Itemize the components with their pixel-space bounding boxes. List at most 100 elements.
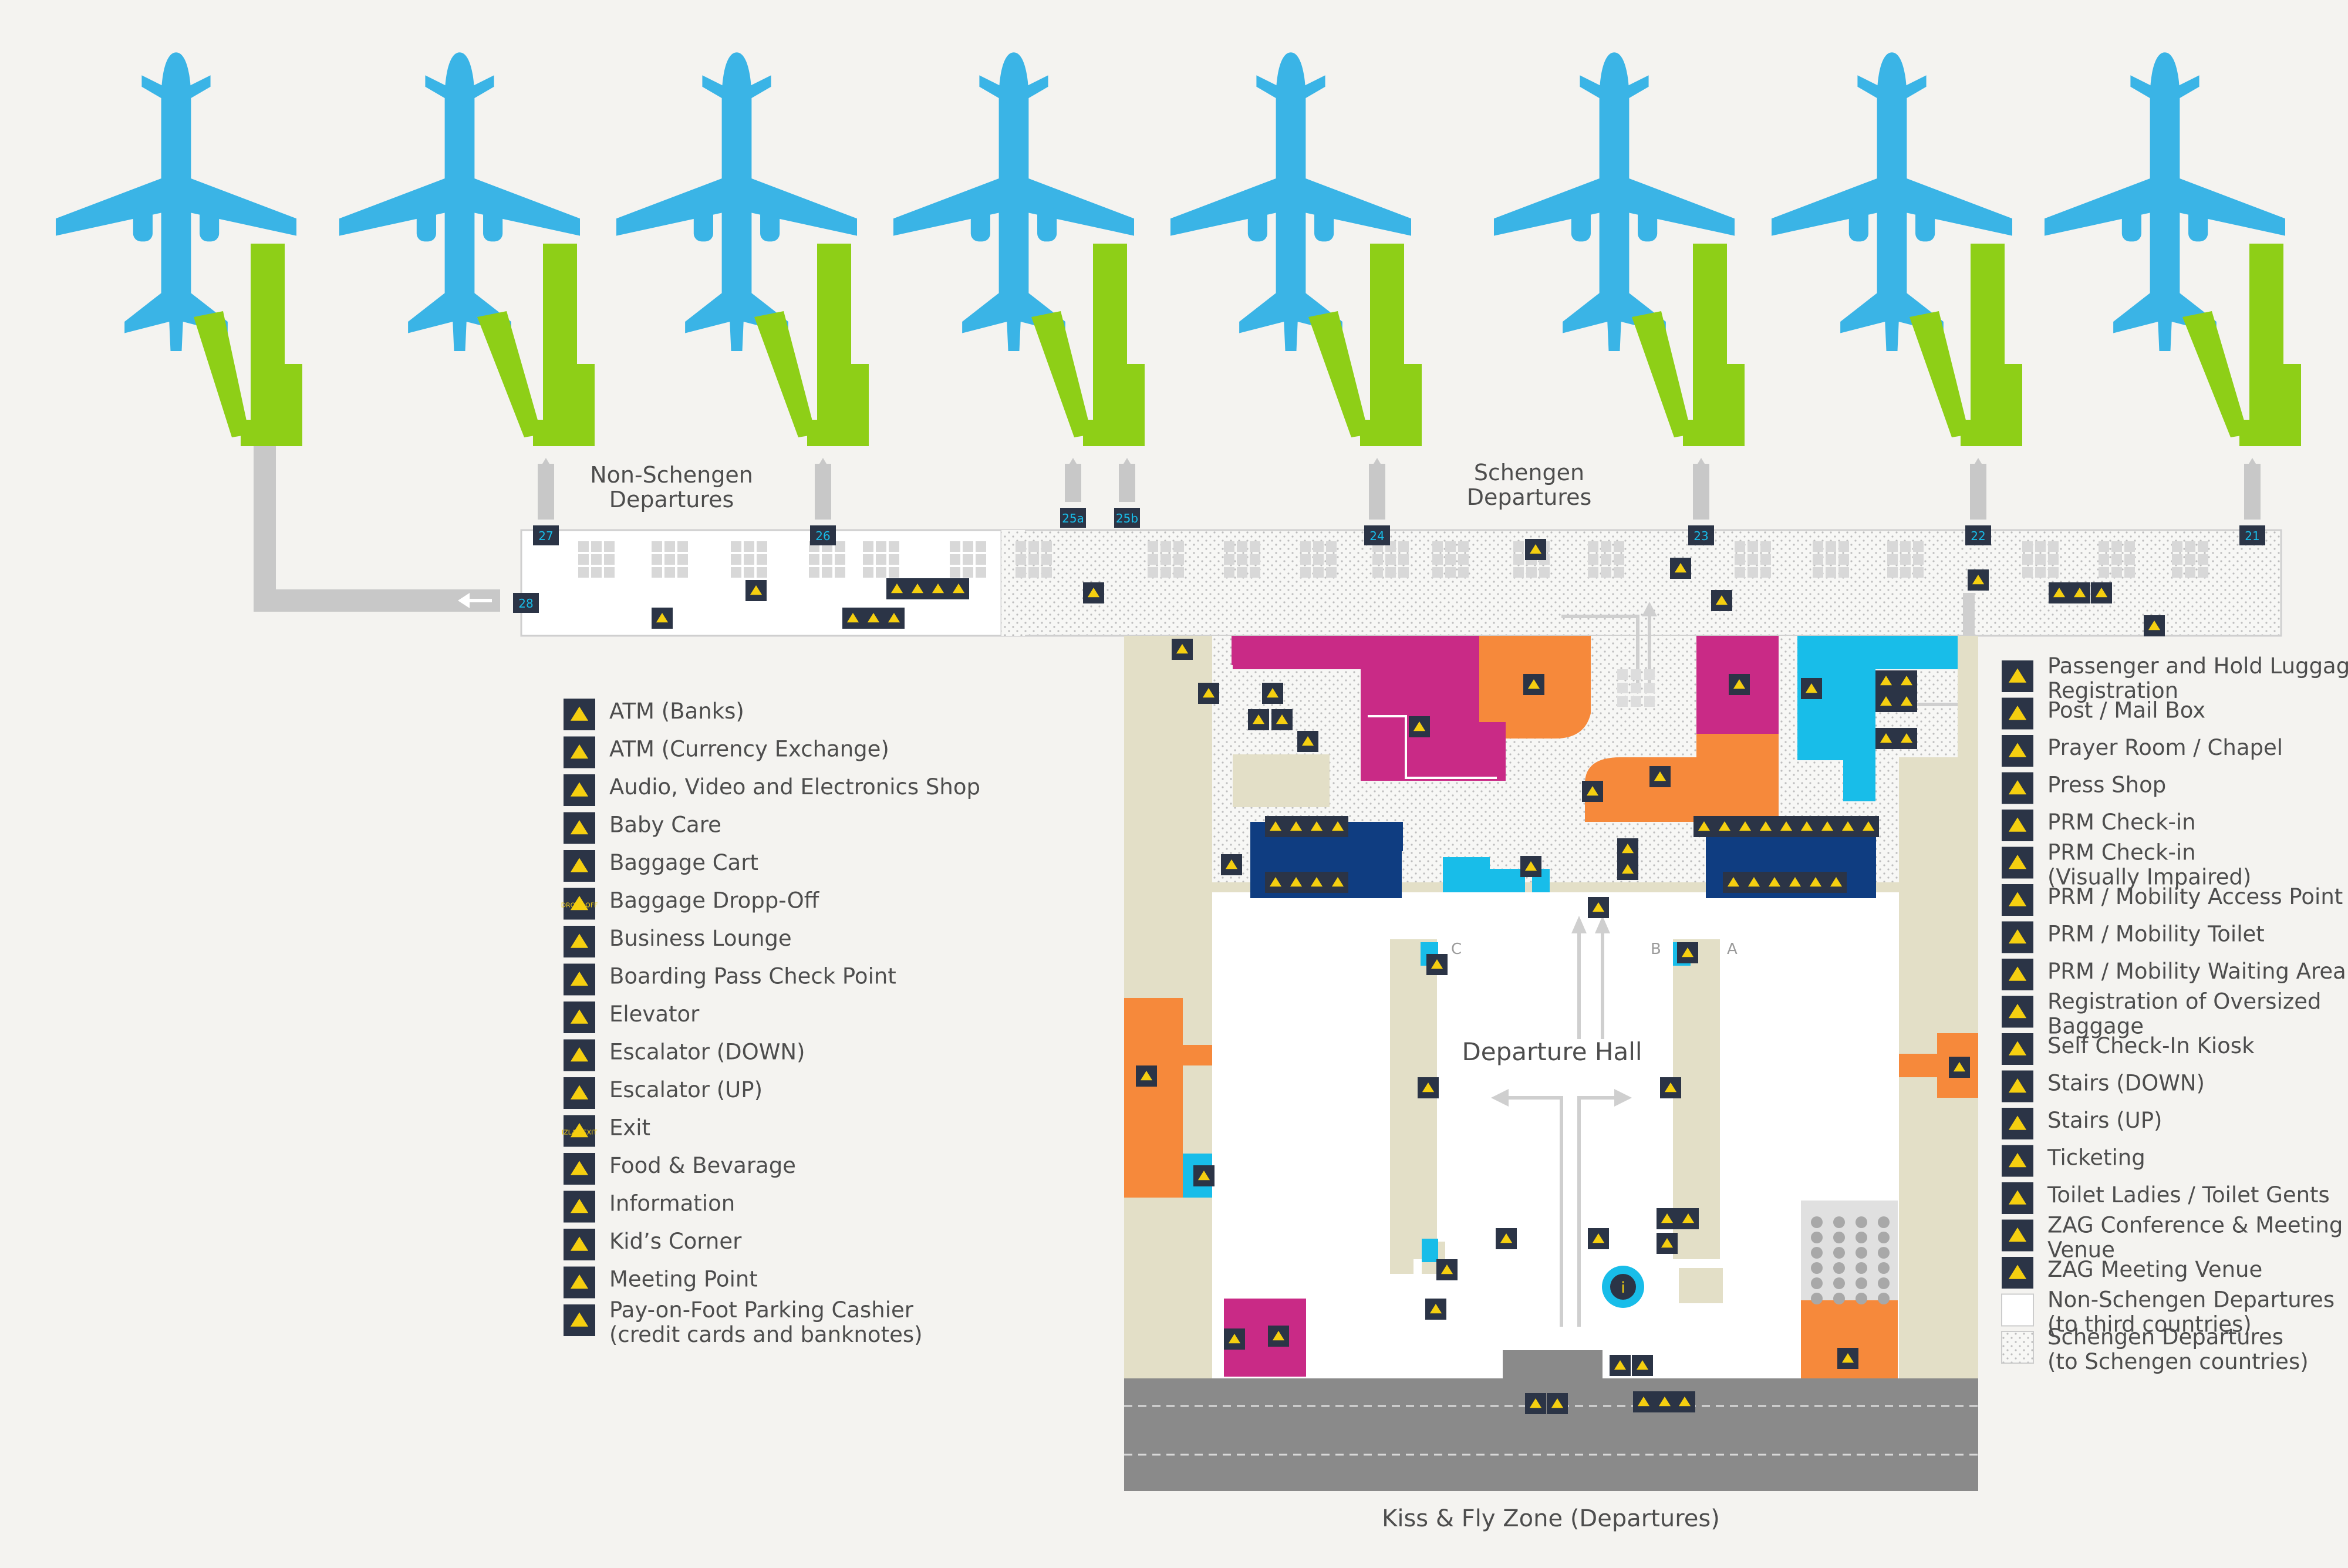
self-checkin-kiosk-icon <box>2002 1033 2033 1065</box>
seat <box>1313 554 1324 565</box>
planter-dot <box>1856 1277 1867 1289</box>
seat <box>1398 554 1409 565</box>
seat <box>1016 567 1026 578</box>
prm-toilet-icon <box>907 578 928 599</box>
seat <box>1250 567 1260 578</box>
legend-item: ATM (Banks) <box>564 699 744 730</box>
counter-letter-a: A <box>1727 940 1738 958</box>
seat <box>1445 554 1456 565</box>
seat <box>1445 541 1456 552</box>
gate-number: 25a <box>1062 511 1084 525</box>
escalator-down-icon <box>1525 1393 1546 1414</box>
aircraft-stand <box>339 52 595 446</box>
gate-28: 28 <box>513 593 539 613</box>
legend-item: Business Lounge <box>564 926 792 957</box>
seat <box>1041 567 1052 578</box>
legend-label: Toilet Ladies / Toilet Gents <box>2047 1182 2330 1208</box>
seat <box>1813 554 1823 565</box>
seat <box>1838 541 1849 552</box>
gate-25b: 25b <box>1114 458 1140 528</box>
seat <box>2185 541 2195 552</box>
terminal-building: i <box>1124 602 1978 1417</box>
jet-bridge <box>194 311 249 437</box>
toilets-icon <box>1265 816 1286 837</box>
jet-bridge-base <box>807 420 869 446</box>
seat <box>1887 554 1898 565</box>
oversized-baggage-icon <box>2002 996 2033 1028</box>
legend-label: PRM / Mobility Toilet <box>2047 922 2265 947</box>
prm-visually-impaired-icon <box>1735 816 1756 837</box>
jet-bridge <box>1031 311 1092 437</box>
legend-label: ATM (Banks) <box>609 699 744 724</box>
seat <box>2124 554 2135 565</box>
legend-label: Baby Care <box>609 812 721 838</box>
seat <box>2099 541 2109 552</box>
seat <box>2022 554 2033 565</box>
gate-21: 21 <box>2239 458 2265 545</box>
legend-item: Self Check-In Kiosk <box>2002 1033 2255 1065</box>
seat <box>835 541 845 552</box>
gate-number: 21 <box>2245 529 2259 543</box>
escalator-up-icon <box>842 608 863 629</box>
seat <box>1760 541 1771 552</box>
legend-item: Elevator <box>564 1002 700 1033</box>
jet-bridge-base <box>241 420 302 446</box>
seat <box>1913 554 1924 565</box>
parking-cashier-icon <box>1674 1391 1695 1412</box>
legend-item: Toilet Ladies / Toilet Gents <box>2002 1182 2330 1214</box>
food-beverage-icon <box>1649 766 1671 787</box>
seat <box>1760 554 1771 565</box>
seat <box>1900 567 1911 578</box>
departure-hall-label: Departure Hall <box>1462 1037 1642 1066</box>
seat <box>1588 567 1598 578</box>
prm-visually-impaired-icon <box>2002 847 2033 879</box>
seat <box>1887 567 1898 578</box>
gate-24: 24 <box>1364 458 1390 545</box>
planter-dot <box>1811 1247 1823 1259</box>
seat <box>1224 554 1234 565</box>
self-checkin-kiosk-icon <box>1588 1228 1609 1249</box>
legend-item: Information <box>564 1191 735 1223</box>
gate-number: 28 <box>518 596 533 611</box>
baggage-cart-icon <box>564 850 595 882</box>
seat <box>1900 554 1911 565</box>
seat <box>1458 554 1469 565</box>
prm-toilet-icon <box>1286 872 1307 893</box>
prm-toilet-icon <box>1714 816 1735 837</box>
seat <box>578 541 589 552</box>
seat <box>1372 567 1383 578</box>
legend-label: Schengen Departures(to Schengen countrie… <box>2047 1324 2309 1374</box>
prm-waiting-area-icon <box>2002 959 2033 990</box>
seat <box>1148 567 1158 578</box>
map-facility-icons <box>652 539 2165 1414</box>
aircraft-stands <box>56 52 2301 446</box>
seat <box>876 554 886 565</box>
seat <box>2111 541 2122 552</box>
seat <box>1458 567 1469 578</box>
meeting-point-icon <box>1711 590 1732 611</box>
icon-badge-text: IZLAZ EXIT <box>562 1129 597 1137</box>
elevator-icon <box>745 580 767 601</box>
legend-label: ATM (Currency Exchange) <box>609 737 889 762</box>
seat <box>604 541 615 552</box>
jet-bridge-base <box>1083 420 1145 446</box>
seat <box>2172 541 2182 552</box>
meeting-venue-icon <box>1949 1057 1970 1078</box>
planter-dot <box>1833 1232 1845 1243</box>
seat <box>1398 541 1409 552</box>
seating-rows <box>578 541 2208 578</box>
seat <box>1326 567 1337 578</box>
kids-corner-icon <box>564 1229 595 1260</box>
seat <box>1838 567 1849 578</box>
planter-dot <box>1856 1247 1867 1259</box>
kids-corner-icon <box>1525 539 1546 560</box>
toilets-icon <box>1826 872 1847 893</box>
seat <box>604 567 615 578</box>
seat <box>1300 541 1311 552</box>
seat <box>889 554 899 565</box>
seat <box>1432 554 1443 565</box>
seat <box>1614 541 1624 552</box>
